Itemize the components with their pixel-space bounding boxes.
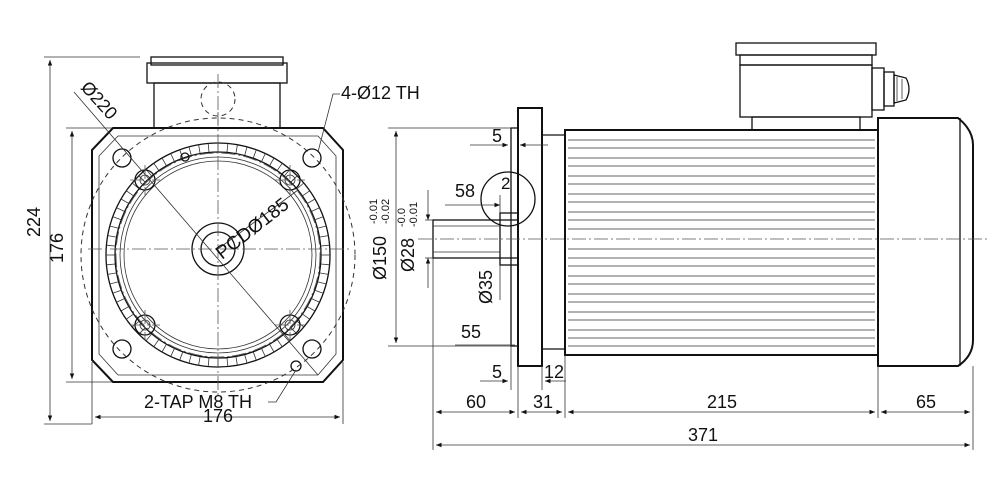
- callout-tap-holes: 2-TAP M8 TH: [144, 392, 252, 412]
- dim-shaft-diameter: Ø28 -0.0 -0.01: [396, 202, 420, 272]
- detail-circle: [480, 171, 536, 227]
- dim-outer-diameter: Ø220: [77, 77, 121, 123]
- dim-spigot-58: 58: [455, 181, 475, 201]
- flange-dia-value: Ø150: [370, 236, 390, 280]
- dim-total-371: 371: [688, 425, 718, 445]
- side-view: 5 58 2 Ø150 -0.01 -0.02 Ø28 -0.0 -0.01 Ø…: [368, 42, 990, 450]
- detail-marker: 2: [501, 174, 510, 193]
- front-fin-ticks: [106, 143, 330, 367]
- front-terminal-box: [146, 56, 288, 129]
- callout-corner-holes: 4-Ø12 TH: [341, 83, 420, 103]
- dim-flange-thk-top: 5: [492, 126, 502, 146]
- side-rear-cap: [877, 117, 974, 367]
- shaft-tol-lower: -0.01: [408, 202, 420, 227]
- dim-height-176: 176: [47, 233, 67, 263]
- side-flange: [517, 107, 543, 367]
- front-view: Ø220 224 176 176 4-Ø12 TH 2-TAP M8 TH PC…: [24, 56, 420, 426]
- dim-65: 65: [916, 392, 936, 412]
- dim-60: 60: [466, 392, 486, 412]
- flange-tol-upper: -0.01: [368, 199, 380, 224]
- dim-flange-thk-bottom: 5: [492, 362, 502, 382]
- side-cooling-fins: [568, 139, 875, 347]
- front-flange-outline: [91, 127, 344, 383]
- dim-shaft-len-55: 55: [461, 322, 481, 342]
- front-outer-dia-circle: [80, 117, 356, 393]
- dim-flange-diameter: Ø150 -0.01 -0.02: [368, 199, 392, 280]
- front-corner-holes: [112, 148, 322, 359]
- dim-width-176: 176: [203, 406, 233, 426]
- dim-31: 31: [533, 392, 553, 412]
- side-motor-body: [564, 129, 879, 356]
- shaft-dia-value: Ø28: [398, 238, 418, 272]
- dim-flange-12: 12: [544, 362, 564, 382]
- side-terminal-box: [735, 42, 910, 131]
- front-inner-bolt-holes: [130, 165, 305, 340]
- shaft-tol-upper: -0.0: [396, 208, 408, 227]
- pcd-label: PCDØ185: [212, 194, 293, 264]
- dim-215: 215: [707, 392, 737, 412]
- dim-pilot-diameter: Ø35: [476, 270, 496, 304]
- dim-height-224: 224: [24, 207, 44, 237]
- flange-tol-lower: -0.02: [380, 199, 392, 224]
